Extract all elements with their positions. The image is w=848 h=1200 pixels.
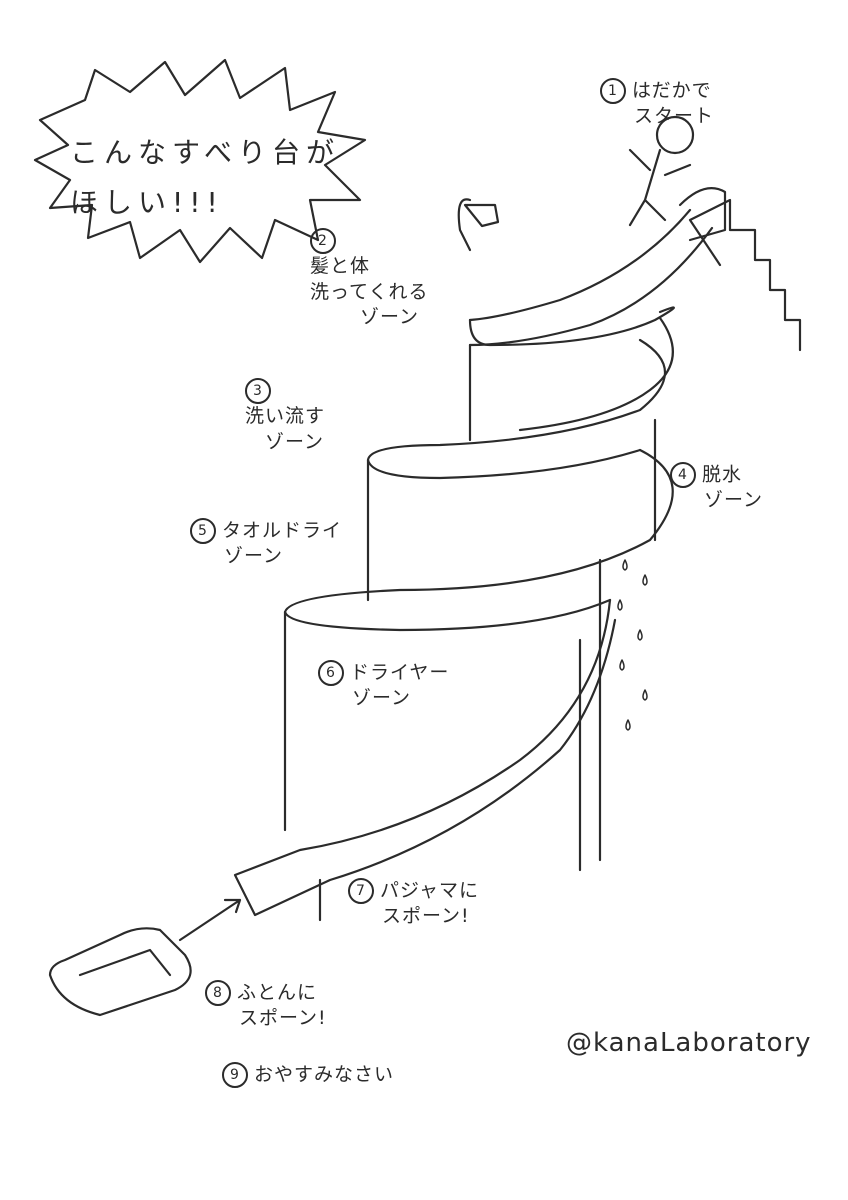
step-4-number: 4 [670, 462, 696, 488]
title-line-1: こんなすべり台が [70, 136, 341, 169]
step-2-number: 2 [310, 228, 336, 254]
title-line-2: ほしい!!! [70, 186, 224, 220]
starting-person [628, 115, 695, 227]
step-6-line2: ゾーン [352, 687, 412, 710]
step-6-label: 6 ドライヤー ゾーン [318, 660, 449, 712]
step-5-number: 5 [190, 518, 216, 544]
page-title: こんなすべり台が ほしい!!! [70, 128, 340, 229]
step-7-number: 7 [348, 878, 374, 904]
step-5-line2: ゾーン [224, 545, 284, 568]
step-8-line1: ふとんに [237, 981, 318, 1004]
step-1-number: 1 [600, 78, 626, 104]
step-2-line1: 髪と体 [310, 255, 371, 278]
step-9-label: 9 おやすみなさい [222, 1062, 394, 1088]
futon-arrow [178, 898, 242, 942]
step-8-number: 8 [205, 980, 231, 1006]
shower-head [457, 198, 500, 252]
step-1-line1: はだかで [632, 79, 712, 102]
step-3-number: 3 [245, 378, 271, 404]
step-5-label: 5 タオルドライ ゾーン [190, 518, 342, 570]
step-2-label: 2 髪と体 洗ってくれる ゾーン [310, 228, 428, 331]
step-1-line2: スタート [634, 105, 715, 128]
step-8-label: 8 ふとんに スポーン! [205, 980, 327, 1032]
artist-signature: @kanaLaboratory [566, 1028, 812, 1058]
spiral-slide [233, 208, 714, 922]
step-7-line1: パジャマに [380, 879, 480, 902]
step-4-line2: ゾーン [704, 489, 764, 512]
step-3-label: 3 洗い流す ゾーン [245, 378, 325, 455]
step-7-label: 7 パジャマに スポーン! [348, 878, 479, 930]
title-burst [33, 58, 367, 264]
step-6-number: 6 [318, 660, 344, 686]
step-4-label: 4 脱水 ゾーン [670, 462, 763, 514]
stairs [688, 198, 802, 352]
futon [48, 927, 192, 1017]
start-platform [678, 187, 727, 242]
step-6-line1: ドライヤー [350, 661, 450, 684]
step-3-line2: ゾーン [265, 430, 325, 453]
step-9-line1: おやすみなさい [254, 1063, 395, 1086]
step-5-line1: タオルドライ [222, 519, 343, 542]
step-2-line3: ゾーン [360, 306, 420, 329]
water-drops [617, 559, 648, 731]
step-4-line1: 脱水 [702, 463, 743, 486]
step-8-line2: スポーン! [239, 1007, 327, 1030]
step-3-line1: 洗い流す [245, 405, 326, 428]
step-7-line2: スポーン! [382, 905, 470, 928]
step-1-label: 1 はだかで スタート [600, 78, 714, 130]
step-9-number: 9 [222, 1062, 248, 1088]
step-2-line2: 洗ってくれる [310, 280, 429, 303]
